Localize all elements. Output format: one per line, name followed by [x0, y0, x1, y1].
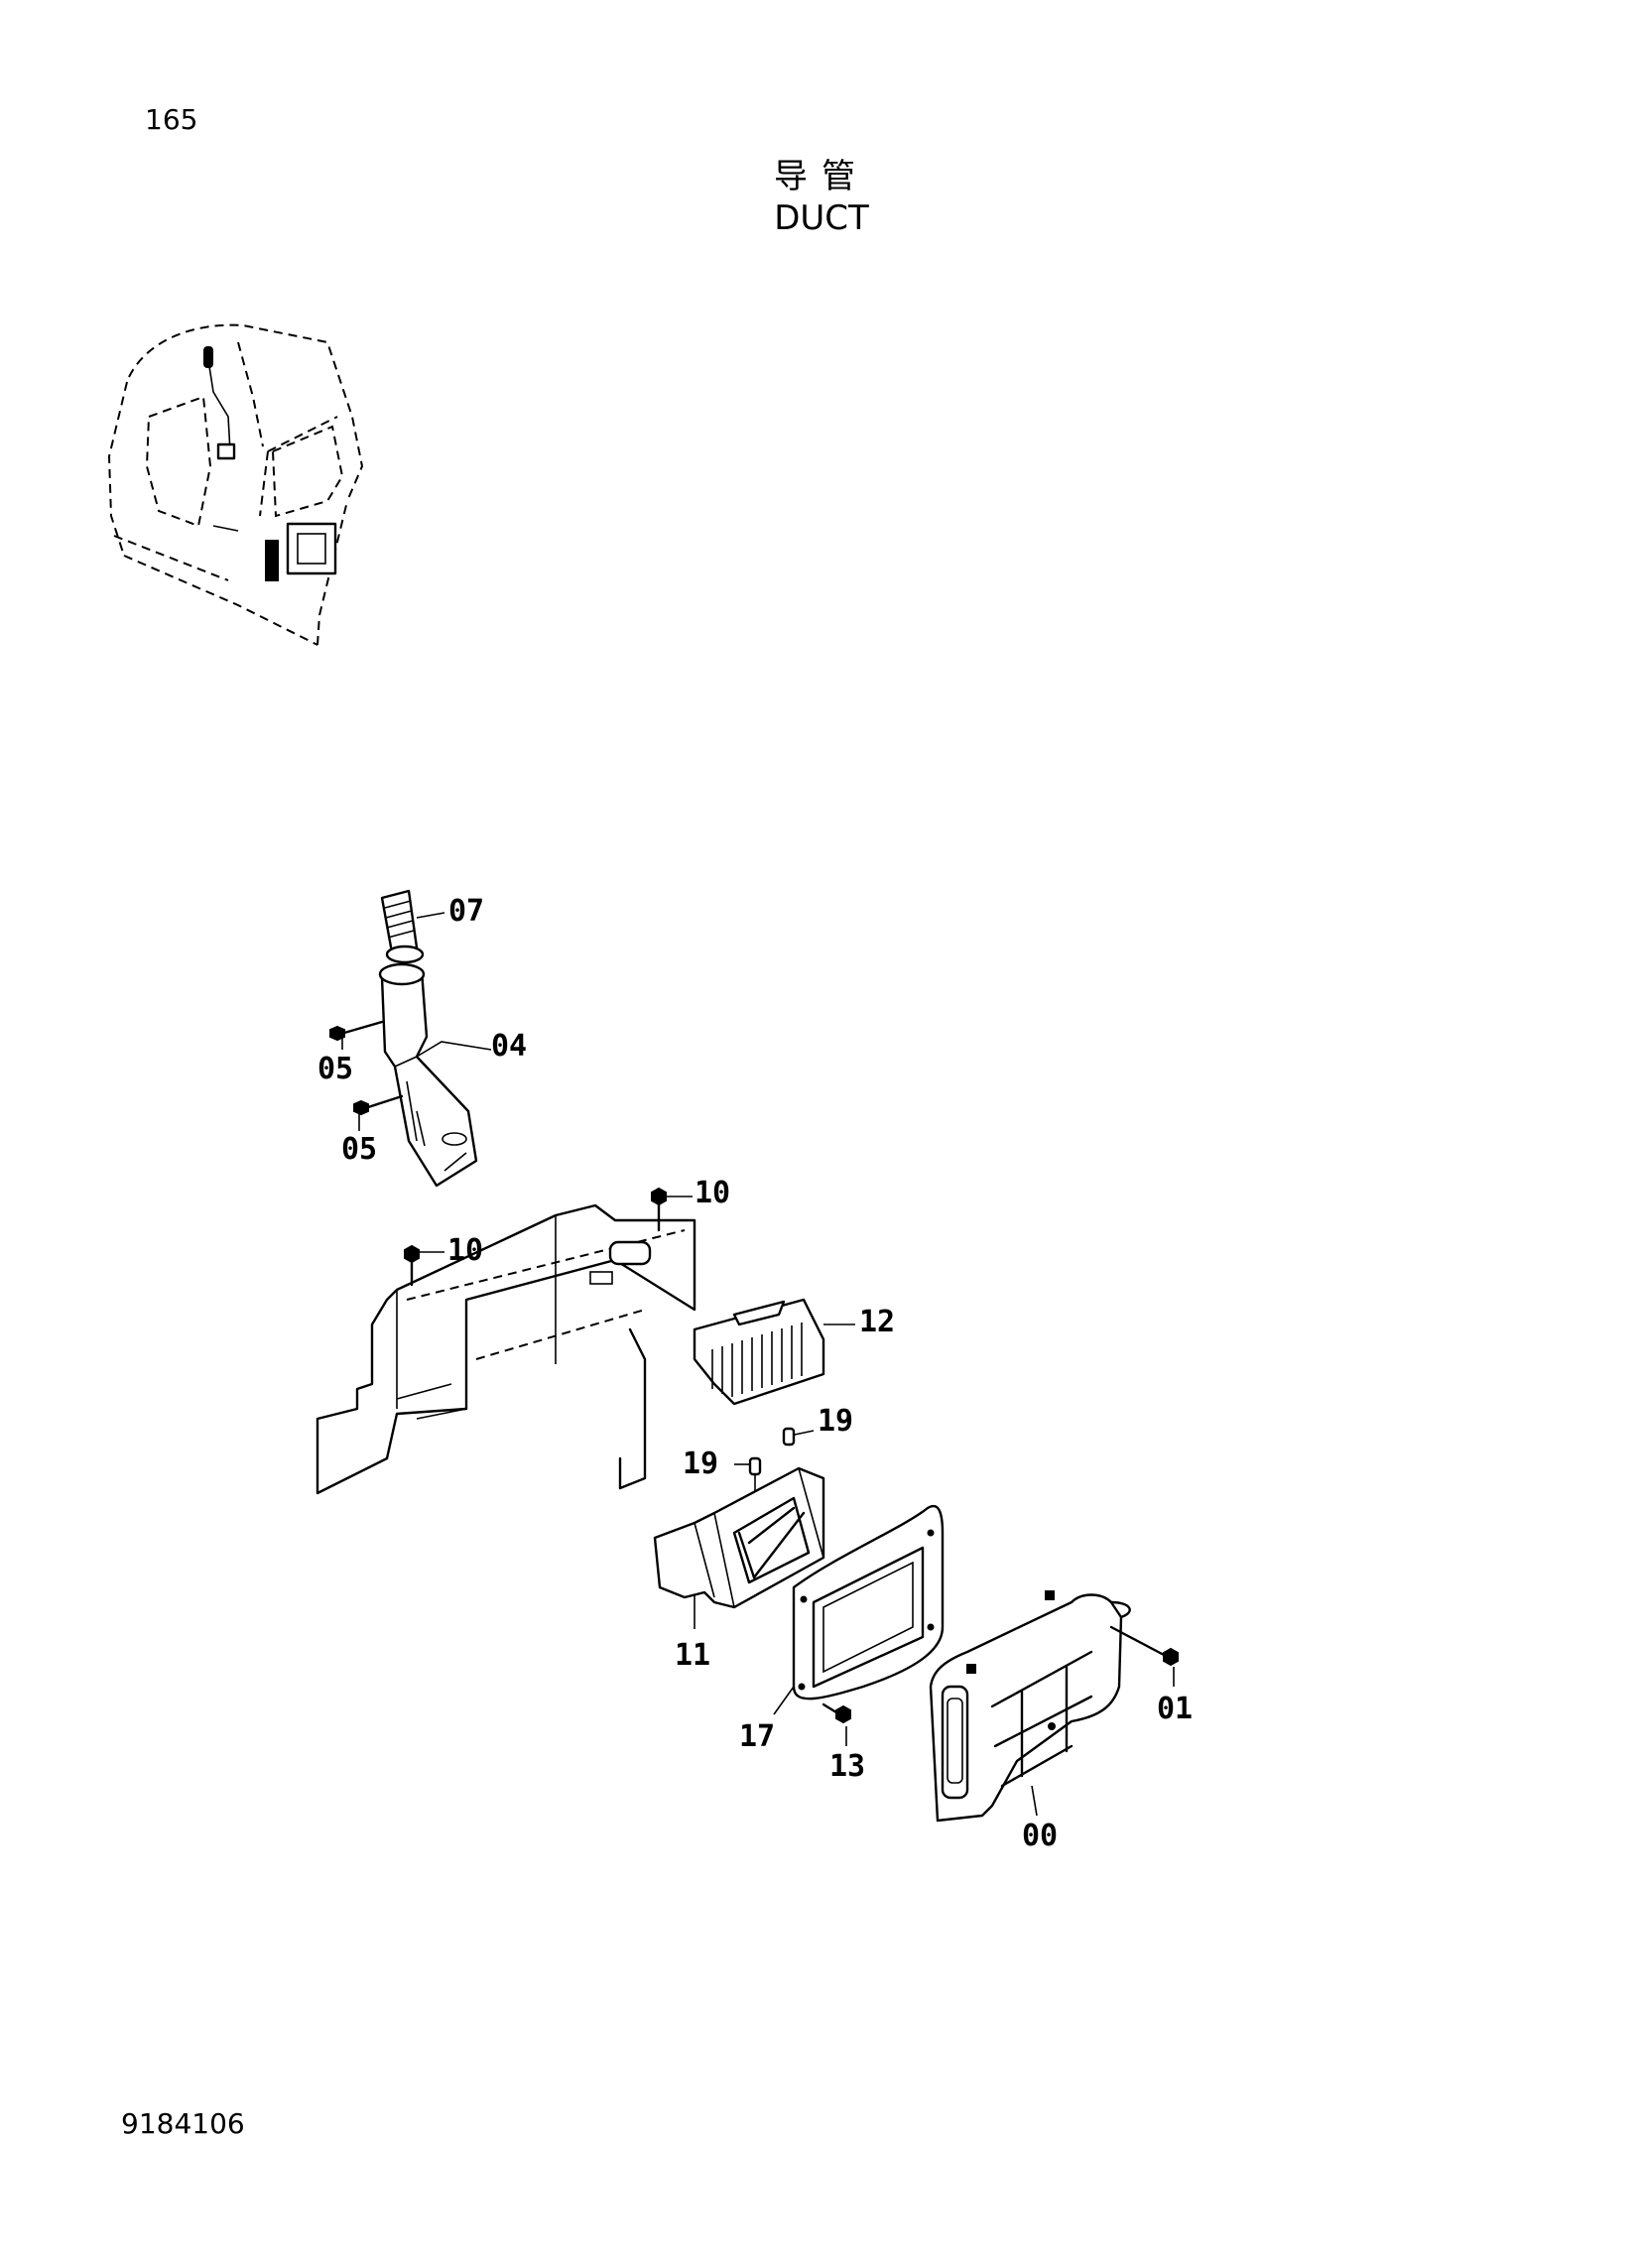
document-code: 9184106 [121, 2107, 245, 2140]
duct-louver-07 [380, 889, 425, 964]
page-number: 165 [145, 103, 198, 136]
screw-05-lower [353, 1094, 404, 1116]
callout-19-right: 19 [818, 1404, 853, 1439]
callout-19-left: 19 [683, 1447, 718, 1481]
screw-01 [1109, 1625, 1179, 1667]
inset-duct-04-marker [216, 442, 236, 460]
page-title-english: DUCT [774, 198, 869, 238]
frame-bracket-assembly [316, 1203, 696, 1495]
duct-04 [378, 962, 478, 1188]
screw-13 [822, 1702, 851, 1724]
callout-13: 13 [829, 1749, 865, 1784]
callout-00: 00 [1022, 1819, 1058, 1853]
callout-07: 07 [448, 894, 484, 929]
callout-17: 17 [739, 1719, 775, 1754]
bolt-10-right [651, 1187, 667, 1232]
inset-duct-07-marker [203, 346, 213, 368]
callout-11: 11 [675, 1638, 710, 1673]
leader-lines [341, 912, 1175, 1817]
page-title-chinese: 导管 [774, 157, 869, 196]
inset-unit-marker [286, 522, 337, 575]
callout-05-lower: 05 [341, 1132, 377, 1167]
inset-filter-marker [265, 540, 279, 581]
duct-case-11 [653, 1466, 825, 1609]
callout-10-left: 10 [447, 1233, 483, 1268]
pin-19-right [782, 1427, 796, 1447]
air-filter-12 [693, 1298, 825, 1406]
callout-10-right: 10 [695, 1176, 730, 1210]
gasket-17 [792, 1504, 945, 1701]
callout-04: 04 [491, 1029, 527, 1064]
callout-01: 01 [1157, 1692, 1193, 1726]
callout-12: 12 [859, 1305, 895, 1339]
bolt-10-left [404, 1244, 420, 1287]
cab-location-inset [107, 323, 364, 646]
cover-00 [929, 1590, 1131, 1823]
callout-05-upper: 05 [317, 1052, 353, 1086]
screw-05-upper [329, 1020, 384, 1042]
